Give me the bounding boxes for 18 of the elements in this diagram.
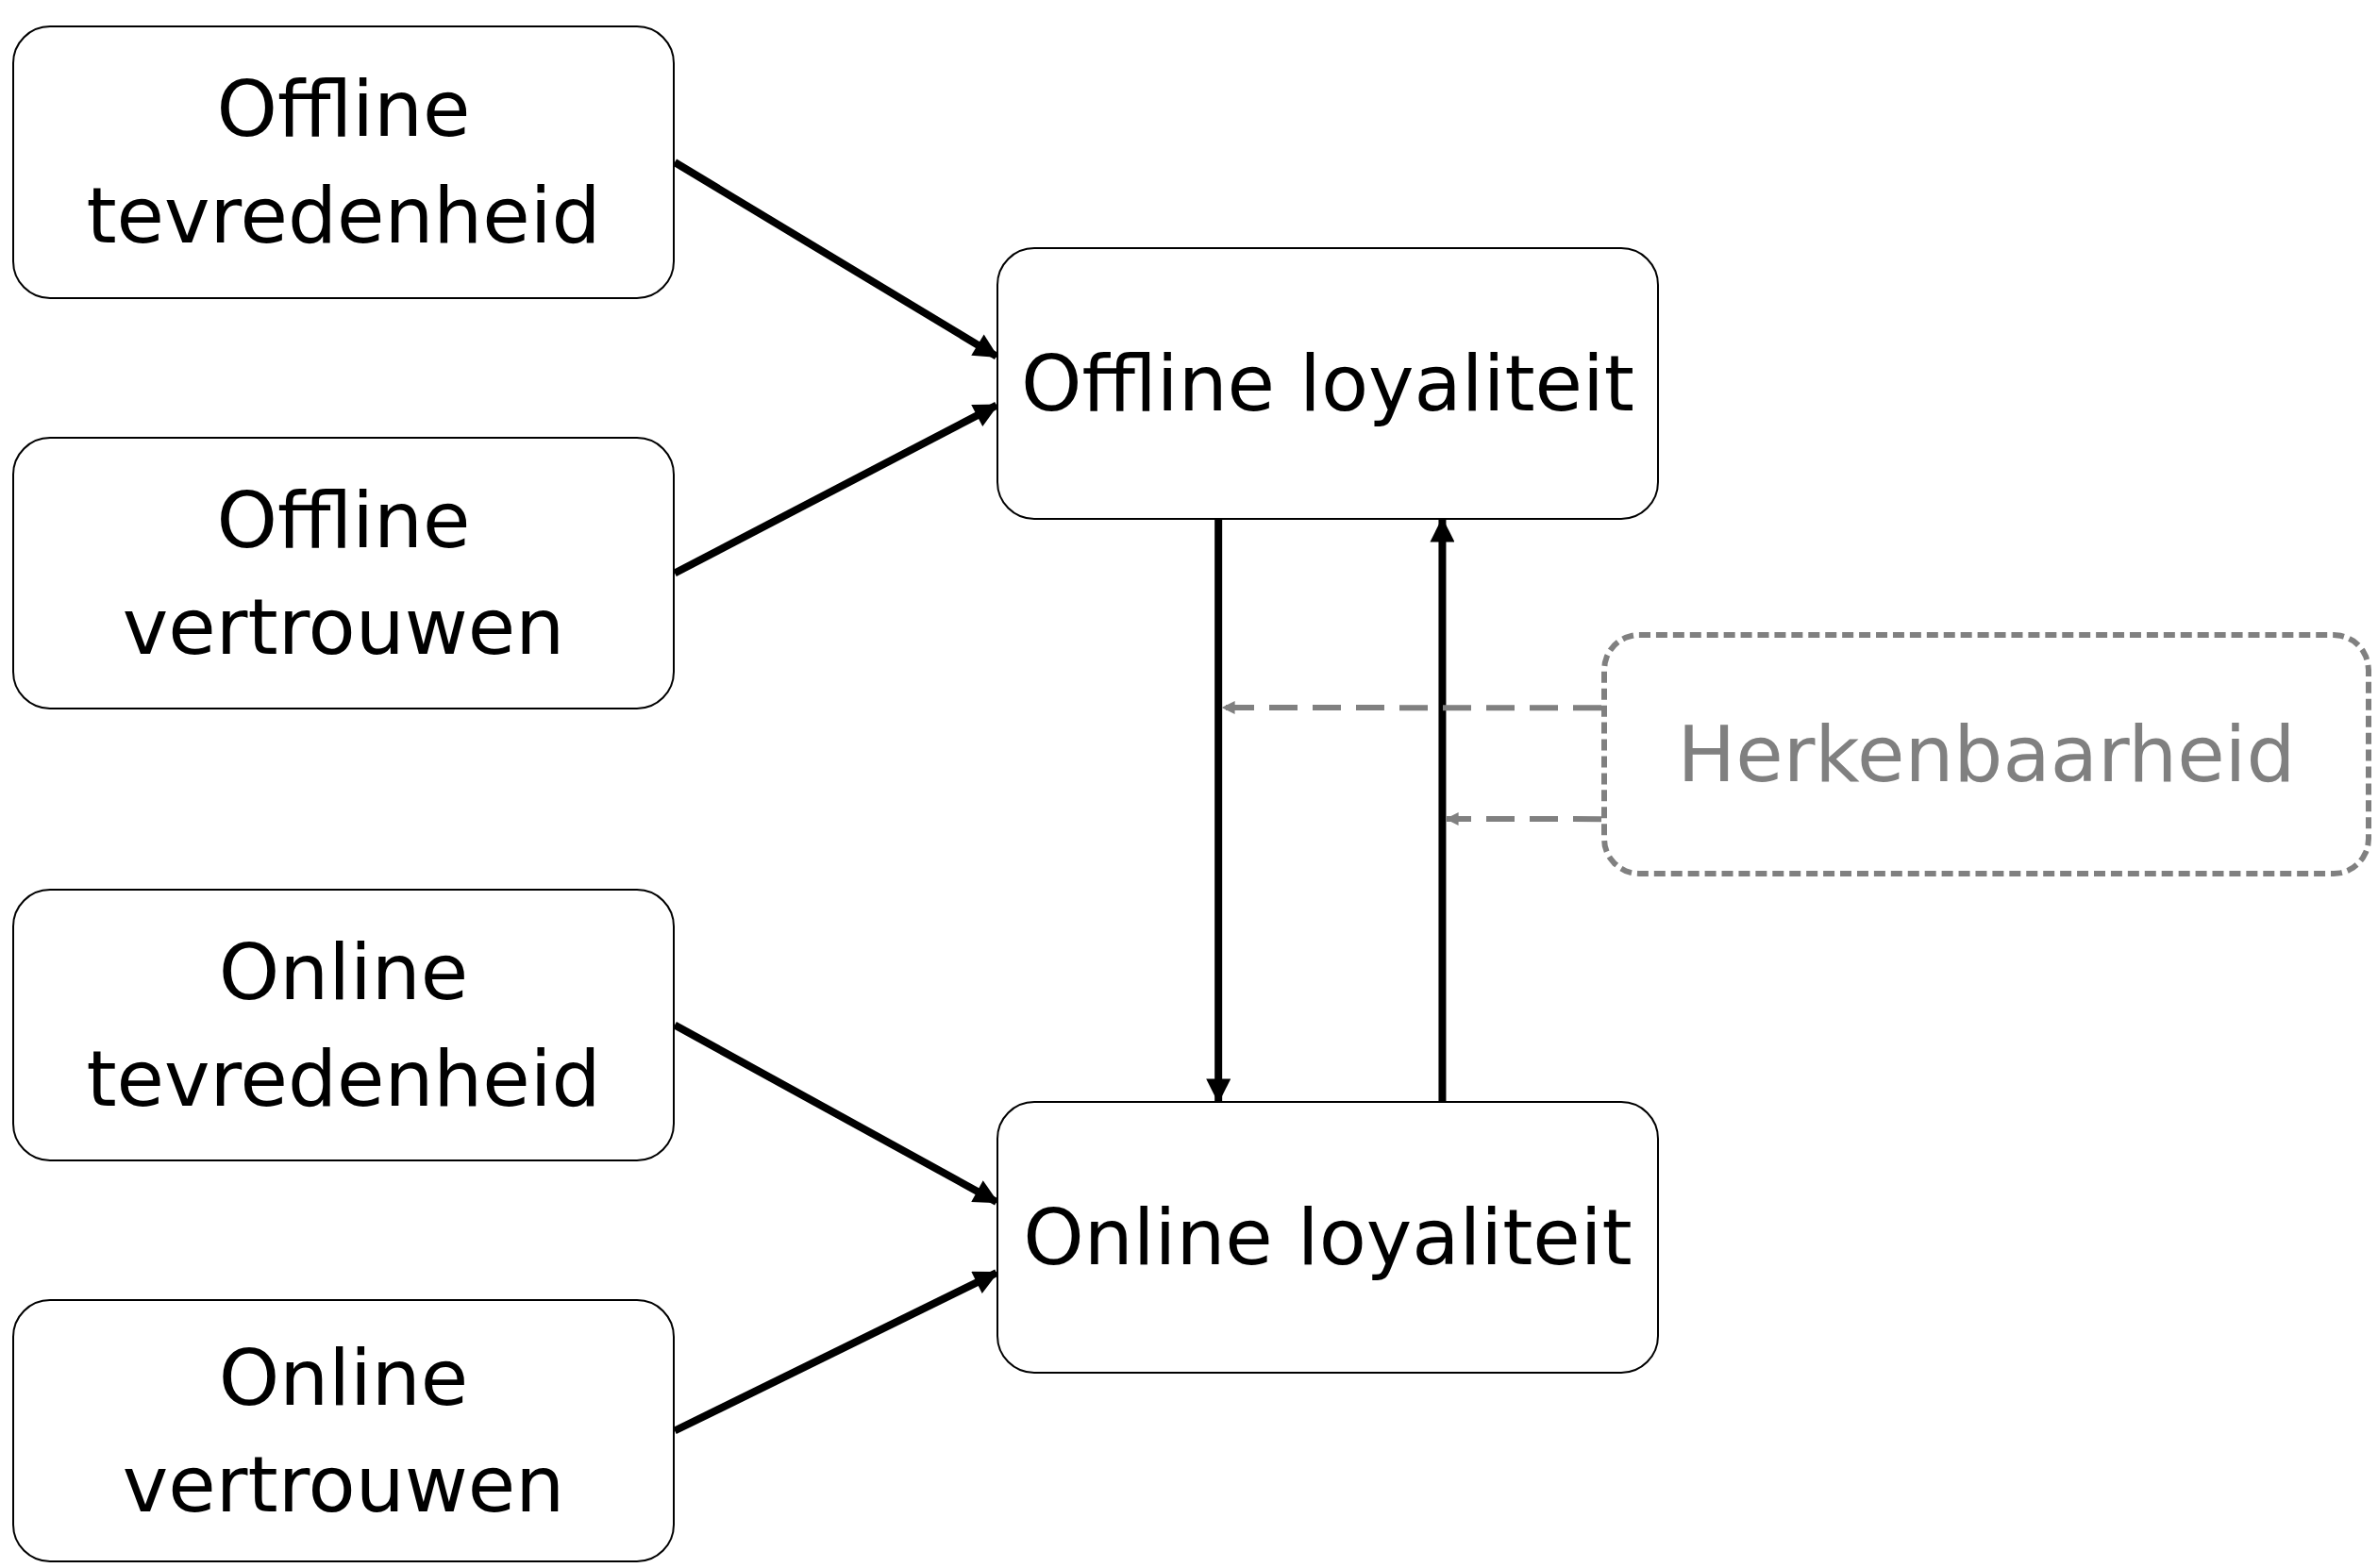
box-label: Offline tevredenheid — [85, 63, 602, 262]
rounded-box — [12, 25, 675, 299]
arrow — [1221, 701, 1601, 714]
rounded-box — [12, 1299, 675, 1562]
box-label: Herkenbaarheid — [1677, 709, 2296, 801]
arrow — [1445, 812, 1601, 826]
arrow — [1430, 517, 1455, 1101]
rounded-box — [996, 1101, 1659, 1374]
rounded-box — [12, 889, 675, 1161]
arrow — [1206, 520, 1231, 1104]
dashed-box — [1601, 632, 2371, 876]
box-label: Offline vertrouwen — [121, 474, 566, 674]
box-label: Online tevredenheid — [85, 926, 602, 1126]
box-label: Online loyaliteit — [1022, 1192, 1633, 1284]
rounded-box — [12, 437, 675, 709]
box-label: Online vertrouwen — [121, 1331, 566, 1531]
box-label: Offline loyaliteit — [1020, 338, 1635, 430]
rounded-box — [996, 247, 1659, 520]
